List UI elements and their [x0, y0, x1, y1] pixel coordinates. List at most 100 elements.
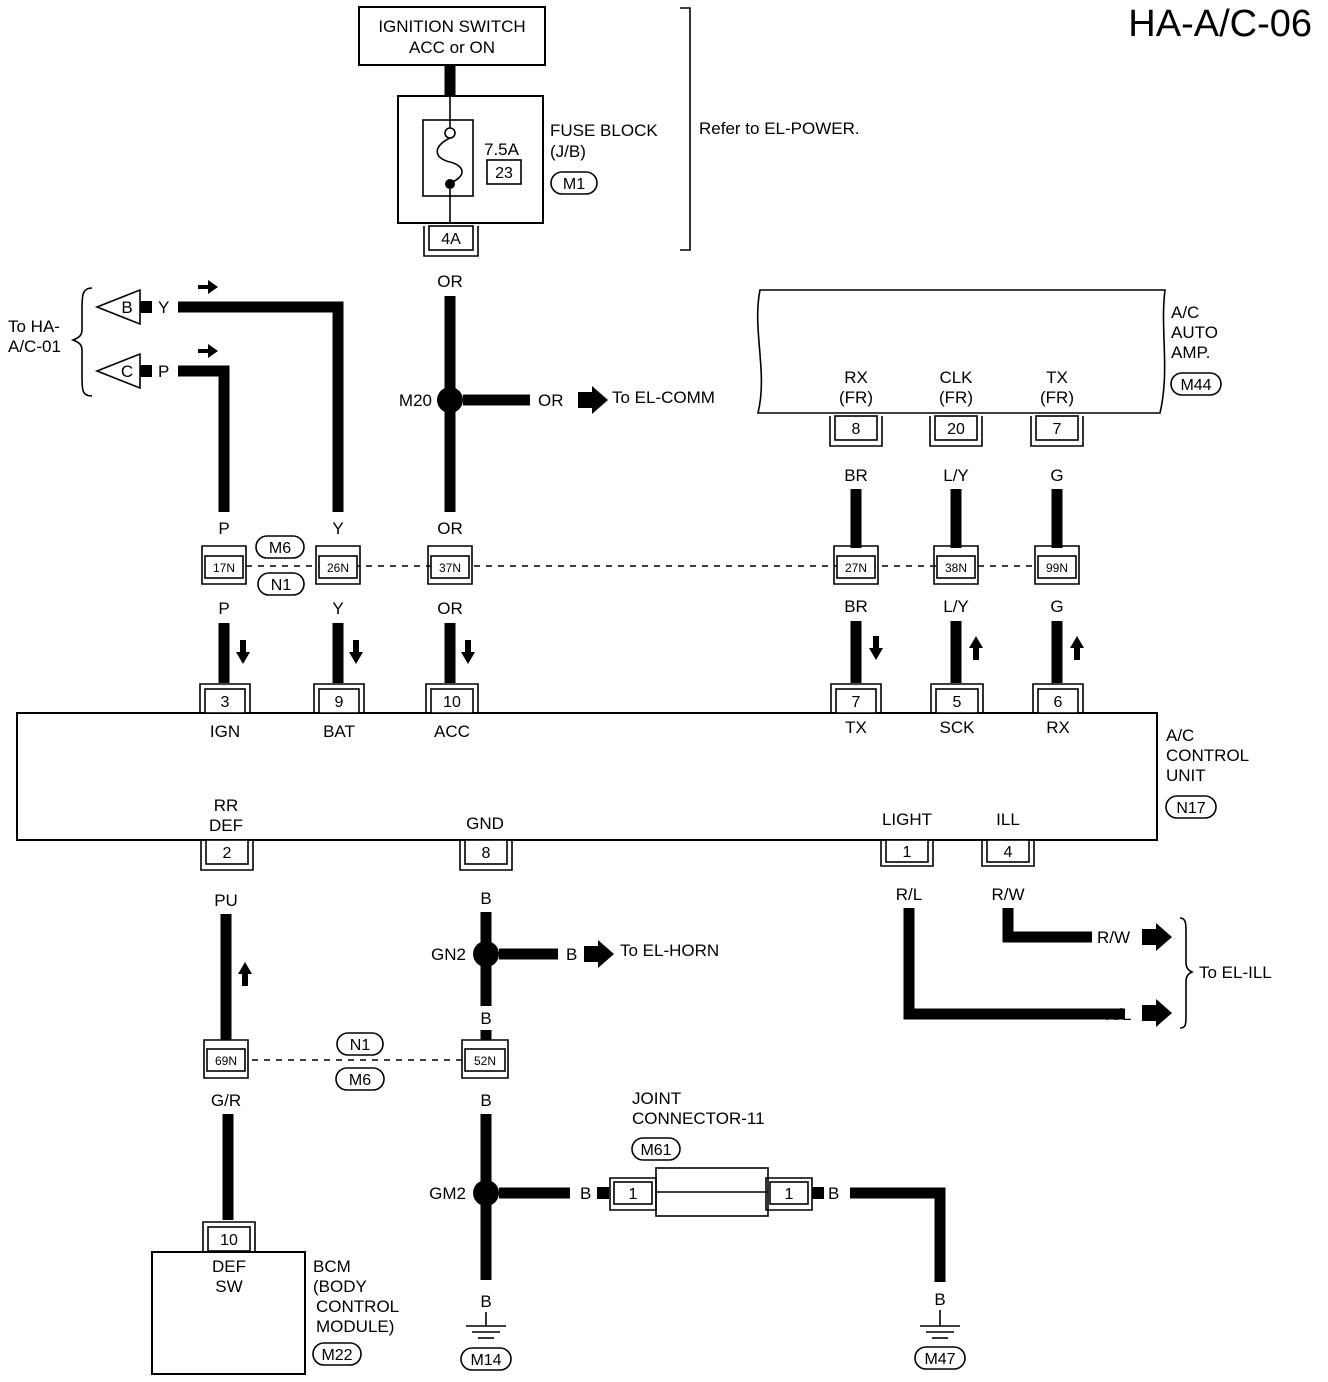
connector-shell: [200, 840, 254, 871]
junction-gn2: [473, 941, 499, 967]
to-el-horn: To EL-HORN: [620, 941, 719, 960]
bcm-label-l2: (BODY: [313, 1277, 367, 1296]
ground-m14: M14: [470, 1352, 501, 1369]
amp-pin-label-rx: RX: [844, 368, 868, 387]
connector-shell: [459, 840, 513, 871]
pin-box: [986, 839, 1030, 863]
bcm-sw-def: DEF: [212, 1257, 246, 1276]
connector-badge-n17: [1165, 795, 1217, 819]
pin-box: [613, 1181, 653, 1205]
connector-badge-m1: [550, 171, 598, 195]
cu-pin-sck: SCK: [940, 718, 976, 737]
wire-color-rw-2: R/W: [1097, 928, 1130, 947]
pin-box: [318, 688, 360, 714]
wire-p-upper: [178, 365, 230, 512]
wire-color-g-low: G: [1050, 597, 1063, 616]
junction-gm2: [473, 1180, 499, 1206]
wire-color-y-top: Y: [158, 298, 169, 317]
interconnect-pin-52n: 52N: [474, 1054, 496, 1068]
wire-color-rw-1: R/W: [991, 885, 1024, 904]
junction-gn2-label: GN2: [431, 945, 466, 964]
pin-box: [936, 555, 976, 579]
pin-box: [934, 415, 978, 441]
wire-color-rl-1: R/L: [896, 885, 922, 904]
wire-color-b-6: B: [828, 1184, 839, 1203]
pin-box: [206, 1048, 246, 1072]
wire-color-br-low: BR: [844, 597, 868, 616]
amp-pin-7: 7: [1053, 421, 1062, 438]
interconnect-pin-69n: 69N: [215, 1054, 237, 1068]
pin-box: [769, 1181, 809, 1205]
connector-badge-m61: [631, 1137, 681, 1161]
to-el-comm: To EL-COMM: [612, 388, 715, 407]
amp-pin-label-clk: CLK: [939, 368, 973, 387]
connector-shell: [201, 545, 247, 585]
control-unit-l1: A/C: [1166, 726, 1194, 745]
joint-pin-right: 1: [785, 1186, 794, 1203]
el-ill-brace: [1179, 917, 1194, 1029]
connector-badge-m6-lower: [335, 1067, 385, 1091]
bcm-box: [151, 1251, 306, 1375]
fuse-terminal-top: [444, 127, 456, 139]
arrow-down-icon: [461, 640, 475, 664]
connector-shell: [929, 416, 983, 447]
cu-pin-10: 10: [443, 694, 461, 711]
pin-box: [935, 688, 979, 714]
ground-m47: M47: [924, 1351, 955, 1368]
wire-color-pu: PU: [214, 891, 238, 910]
amp-pin-sub-rx: (FR): [839, 388, 873, 407]
pin-box: [430, 555, 470, 579]
wire-color-ly-top: L/Y: [943, 466, 969, 485]
cu-pin-2: 2: [223, 845, 232, 862]
junction-gm2-label: GM2: [429, 1184, 466, 1203]
interconnect-upper-top: M6: [269, 540, 291, 557]
wire-color-rl-2: R/L: [1105, 1005, 1131, 1024]
connector-shell: [461, 1039, 509, 1079]
ignition-switch-label: IGNITION SWITCH: [378, 17, 525, 36]
wire-color-g-top: G: [1050, 466, 1063, 485]
joint-connector-m61: M61: [640, 1142, 671, 1159]
bcm-label-l4: MODULE): [316, 1317, 394, 1336]
arrow-right-icon: [1142, 999, 1172, 1027]
to-ha-ac01-line2: A/C-01: [8, 337, 61, 356]
fuse-number-box: [486, 159, 522, 185]
cu-pin-bat: BAT: [323, 722, 355, 741]
control-unit-l3: UNIT: [1166, 766, 1206, 785]
interconnect-lower-top: N1: [350, 1037, 371, 1054]
arrow-down-icon: [349, 640, 363, 664]
ac-auto-amp-l2: AUTO: [1171, 323, 1218, 342]
cu-pin-4: 4: [1004, 844, 1013, 861]
pin-box: [835, 688, 877, 714]
connector-shell: [1030, 416, 1084, 447]
pin-box: [464, 839, 508, 865]
interconnect-pin-38n: 38N: [945, 561, 967, 575]
cu-pin-light: LIGHT: [882, 810, 932, 829]
connector-m22: M22: [321, 1347, 352, 1364]
arrow-up-icon: [1070, 636, 1084, 660]
connector-shell: [1032, 683, 1084, 713]
connector-badge-m47: [914, 1346, 966, 1370]
terminal-stub: [812, 1187, 824, 1199]
connector-shell: [880, 840, 934, 867]
terminal-stub: [597, 1187, 609, 1199]
pin-box: [464, 1048, 506, 1072]
bcm-label-l1: BCM: [313, 1257, 351, 1276]
ignition-switch-box: [358, 6, 546, 66]
cu-pin-ill: ILL: [996, 810, 1020, 829]
pin-box: [205, 839, 249, 865]
wire-color-b-1: B: [480, 889, 491, 908]
cu-pin-rr: RR: [214, 796, 239, 815]
arrow-up-icon: [238, 962, 252, 986]
arrow-right-icon: [584, 940, 614, 968]
interconnect-lower-bottom: M6: [349, 1072, 371, 1089]
fuse-icon: [436, 137, 463, 184]
connector-shell: [933, 545, 979, 585]
tag-b-label: B: [121, 298, 132, 317]
wire-color-b-2: B: [480, 1009, 491, 1028]
wire-color-y-mid: Y: [332, 519, 343, 538]
connector-shell: [930, 683, 984, 713]
interconnect-pin-26n: 26N: [327, 561, 349, 575]
amp-pin-sub-tx: (FR): [1040, 388, 1074, 407]
pin-box: [1037, 555, 1077, 579]
